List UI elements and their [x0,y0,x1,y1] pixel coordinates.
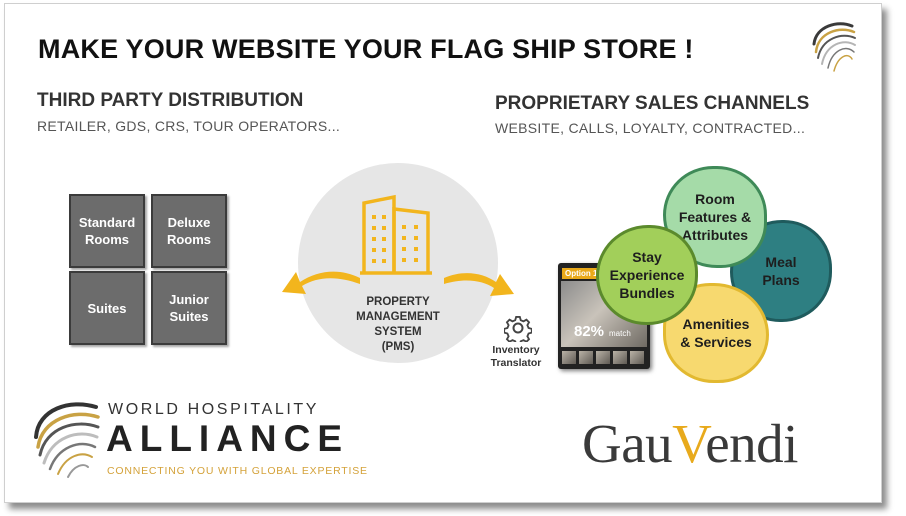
wha-tagline: CONNECTING YOU WITH GLOBAL EXPERTISE [107,465,368,477]
third-party-subheading: RETAILER, GDS, CRS, TOUR OPERATORS... [37,118,341,134]
stay-experience-line3: Bundles [619,285,675,301]
meal-plans-line1: Meal [765,254,797,270]
pms-circle [298,163,498,363]
thumbnail [562,351,576,364]
pms-label: PROPERTY MANAGEMENT SYSTEM (PMS) [330,295,466,355]
right-arrow-icon [444,273,514,296]
pms-label-line2: MANAGEMENT [356,311,440,323]
page-title: MAKE YOUR WEBSITE YOUR FLAG SHIP STORE ! [38,34,694,64]
pms-label-line4: (PMS) [381,341,415,353]
room-tile-deluxe: Deluxe Rooms [151,194,227,268]
amenities-line2: & Services [680,334,752,350]
option-tag: Option 1 [562,268,601,279]
gauvendi-prefix: Gau [582,413,673,474]
room-features-line2: Features & [678,209,752,225]
inventory-translator-line2: Translator [490,357,542,369]
match-label: match [609,329,631,338]
stay-experience-bubble: Stay Experience Bundles [596,225,698,325]
gear-icon [504,316,532,342]
room-features-line3: Attributes [681,227,749,243]
wha-globe-icon [34,402,100,478]
meal-plans-line2: Plans [762,272,800,288]
inventory-translator-line1: Inventory [492,344,540,356]
third-party-heading: THIRD PARTY DISTRIBUTION [37,90,304,111]
wha-logo-line1: WORLD HOSPITALITY [108,401,320,418]
room-tile-suites: Suites [69,271,145,345]
room-features-line1: Room [695,191,735,207]
inventory-translator-label: Inventory Translator [480,344,552,370]
thumbnail [579,351,593,364]
stay-experience-line2: Experience [609,267,685,283]
proprietary-heading: PROPRIETARY SALES CHANNELS [495,93,810,114]
gauvendi-suffix: endi [705,413,798,474]
room-tile-junior-suites: Junior Suites [151,271,227,345]
gauvendi-v: V [672,413,706,474]
left-arrow-icon [282,271,360,294]
room-tile-standard: Standard Rooms [69,194,145,268]
stay-experience-line1: Stay [632,249,662,265]
match-percent: 82% [574,323,605,340]
thumbnail [630,351,644,364]
wha-logo-line2: ALLIANCE [106,418,350,459]
proprietary-subheading: WEBSITE, CALLS, LOYALTY, CONTRACTED... [495,120,806,136]
pms-label-line3: SYSTEM [374,326,422,338]
thumbnail [596,351,610,364]
thumbnail [613,351,627,364]
pms-label-line1: PROPERTY [366,296,430,308]
globe-swirl-icon [812,22,856,72]
amenities-line1: Amenities [682,316,750,332]
gauvendi-logo: GauVendi [582,412,798,475]
building-icon [360,194,432,275]
